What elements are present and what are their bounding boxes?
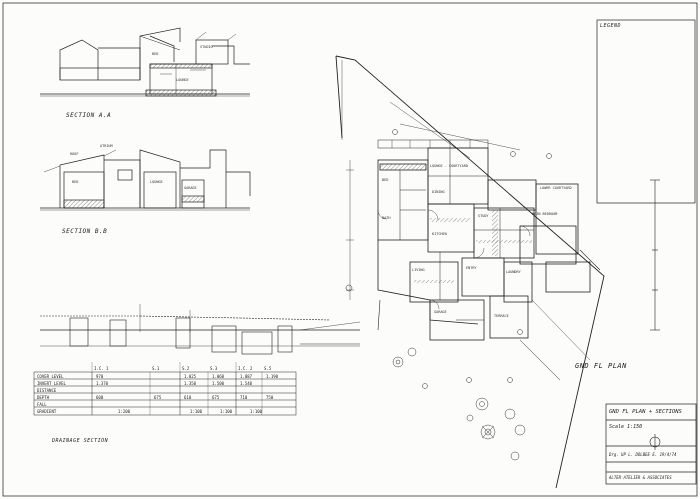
schedule-row-label: DEPTH xyxy=(37,395,50,400)
plan-label-main-bedroom: MAIN BEDROOM xyxy=(532,212,558,216)
schedule-row-label: COVER LEVEL xyxy=(37,374,64,379)
schedule-cell: 1.087 xyxy=(240,374,253,379)
drainage-section-drawing xyxy=(40,304,361,355)
schedule-cell: 1.025 xyxy=(184,374,197,379)
plan-label-living: LIVING xyxy=(412,268,425,272)
schedule-cell: 1.540 xyxy=(240,381,253,386)
plan-label-bed: BED xyxy=(382,178,389,182)
schedule-cell: 1:100 xyxy=(250,409,263,414)
plan-label-lounge: LOUNGE - COURTYARD xyxy=(430,164,468,168)
ground-floor-plan-title: GND FL PLAN xyxy=(575,362,627,370)
section-aa-label-bed: BED xyxy=(152,52,159,56)
section-aa-title: SECTION A.A xyxy=(66,112,112,119)
ground-floor-plan-drawing xyxy=(345,101,601,389)
schedule-cell: 1.370 xyxy=(96,381,109,386)
schedule-col-4: S.3 xyxy=(210,366,218,371)
schedule-cell: 1.190 xyxy=(266,374,279,379)
title-block-scale: Scale 1:150 xyxy=(609,424,643,430)
schedule-col-3: S.2 xyxy=(182,366,190,371)
plan-label-kitchen: KITCHEN xyxy=(432,232,447,236)
plan-label-lower-courtyard: LOWER COURTYARD xyxy=(540,186,572,190)
plan-label-dining: DINING xyxy=(432,190,445,194)
schedule-cell: 610 xyxy=(184,395,192,400)
plan-label-study: STUDY xyxy=(478,214,489,218)
title-block-firm: ALTER ATELIER & ASSOCIATES xyxy=(609,475,672,480)
schedule-row-label: FALL xyxy=(37,402,47,407)
schedule-cell: 1.350 xyxy=(184,381,197,386)
legend-heading: LEGEND xyxy=(600,23,622,29)
schedule-row-label: DISTANCE xyxy=(37,388,57,393)
schedule-cell: 710 xyxy=(240,395,248,400)
title-block-frame xyxy=(605,403,697,485)
schedule-cell: 1:200 xyxy=(118,409,131,414)
schedule-cell: 1.500 xyxy=(212,381,225,386)
plan-label-bath: BATH xyxy=(382,216,391,220)
section-bb-label-lounge: LOUNGE xyxy=(150,180,163,184)
schedule-col-2: S.1 xyxy=(152,366,160,371)
schedule-col-1: I.C. 1 xyxy=(94,366,109,371)
schedule-cell: 675 xyxy=(154,395,162,400)
section-bb-title: SECTION B.B xyxy=(62,228,108,235)
plan-label-garage: GARAGE xyxy=(434,310,447,314)
schedule-cell: 1.060 xyxy=(212,374,225,379)
section-bb-label-garage: GARAGE xyxy=(184,186,197,190)
site-boundary xyxy=(335,55,605,489)
schedule-cell: 1:100 xyxy=(220,409,233,414)
title-block-drawn-by: Drg. UP L. DOLBEE E. 19/4/74 xyxy=(609,452,677,457)
drainage-section-title: DRAINAGE SECTION xyxy=(52,438,109,444)
north-arrow xyxy=(649,179,661,450)
legend-box xyxy=(596,19,696,204)
title-block-title: GND FL PLAN + SECTIONS xyxy=(609,409,682,415)
schedule-cell: 675 xyxy=(212,395,220,400)
schedule-cell: 1:100 xyxy=(190,409,203,414)
section-bb-drawing xyxy=(40,149,251,211)
section-aa-label-lounge: LOUNGE xyxy=(176,78,189,82)
plan-label-terrace: TERRACE xyxy=(494,314,509,318)
schedule-cell: 600 xyxy=(96,395,104,400)
section-bb-label-roof: ROOF xyxy=(70,152,79,156)
plan-label-laundry: LAUNDRY xyxy=(506,270,521,274)
schedule-col-6: S.5 xyxy=(264,366,272,371)
section-aa-label-studio: STUDIO xyxy=(200,45,213,49)
section-bb-label-atrium: ATRIUM xyxy=(100,144,113,148)
schedule-cell: 970 xyxy=(96,374,104,379)
schedule-cell: 750 xyxy=(266,395,274,400)
plan-label-entry: ENTRY xyxy=(466,266,477,270)
section-bb-label-bed: BED xyxy=(72,180,79,184)
drainage-schedule-grid xyxy=(33,362,297,416)
schedule-row-label: GRADIENT xyxy=(37,409,57,414)
schedule-row-label: INVERT LEVEL xyxy=(37,381,66,386)
schedule-col-5: I.C. 2 xyxy=(238,366,253,371)
landscape-trees xyxy=(392,347,526,461)
section-aa-drawing xyxy=(40,27,250,97)
